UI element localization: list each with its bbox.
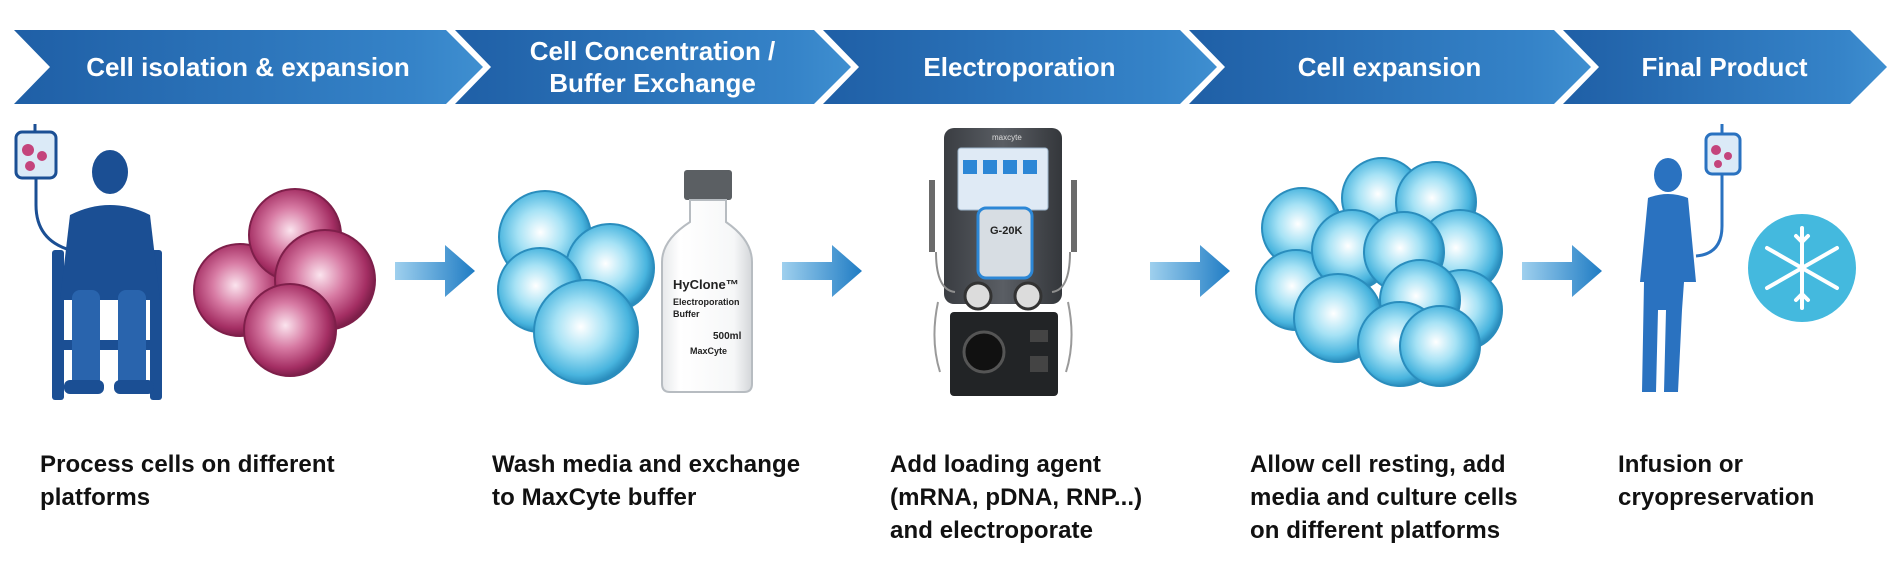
seated-patient-icon: [14, 124, 162, 400]
electroporation-device-icon: maxcyte G-20K: [929, 128, 1077, 396]
chevron-step-2: [455, 30, 851, 104]
flow-arrow-4: [1522, 245, 1602, 297]
bottle-line2: Buffer: [673, 309, 700, 319]
red-cell-cluster: [193, 188, 376, 377]
blue-cell-cluster-2: [497, 190, 655, 385]
step-2-title: Cell Concentration / Buffer Exchange: [529, 35, 776, 99]
device-brand: maxcyte: [992, 133, 1022, 142]
chevron-step-3: [823, 30, 1217, 104]
buffer-bottle-icon: HyClone™ Electroporation Buffer 500ml Ma…: [661, 170, 753, 393]
device-cartridge: G-20K: [990, 225, 1022, 237]
chevron-step-1: [14, 30, 483, 104]
blue-cell-cluster-4: [1255, 157, 1503, 387]
bottle-brand: HyClone™: [673, 277, 739, 292]
step-5-description: Infusion or cryopreservation: [1618, 451, 1815, 511]
step-4-title: Cell expansion: [1297, 51, 1482, 82]
flow-arrow-2: [782, 245, 862, 297]
step-3-description: Add loading agent (mRNA, pDNA, RNP...) a…: [890, 451, 1143, 544]
iv-bag-icon: [14, 124, 71, 252]
flow-arrow-3: [1150, 245, 1230, 297]
step-2-description: Wash media and exchange to MaxCyte buffe…: [492, 451, 801, 511]
flow-arrow-1: [395, 245, 475, 297]
bottle-line1: Electroporation: [673, 297, 740, 307]
step-5-title: Final Product: [1641, 51, 1808, 82]
step-1-title: Cell isolation & expansion: [86, 51, 410, 82]
bottle-maker: MaxCyte: [690, 346, 727, 356]
chevron-step-4: [1189, 30, 1591, 104]
step-4-description: Allow cell resting, add media and cultur…: [1250, 451, 1518, 544]
step-3-title: Electroporation: [923, 51, 1116, 82]
standing-patient-icon: [1640, 158, 1696, 392]
chevron-step-5: [1563, 30, 1887, 104]
iv-bag-icon-2: [1695, 124, 1742, 258]
bottle-volume: 500ml: [713, 331, 742, 342]
step-1-description: Process cells on different platforms: [40, 451, 335, 511]
snowflake-icon: [1748, 214, 1856, 322]
